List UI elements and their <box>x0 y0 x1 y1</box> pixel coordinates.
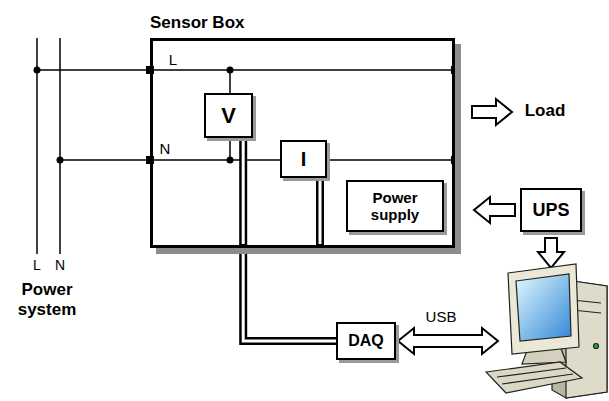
current-cable <box>316 178 324 248</box>
box-label: DAQ <box>348 332 384 350</box>
key-row <box>497 368 566 377</box>
daq-box: DAQ <box>336 322 396 360</box>
key-row <box>502 374 573 384</box>
load-label: Load <box>515 101 575 121</box>
box-label: UPS <box>532 200 569 221</box>
keyboard <box>486 362 582 393</box>
cable-core <box>319 178 322 248</box>
computer-icon <box>486 264 607 398</box>
supply-arrow <box>474 197 515 223</box>
power-led <box>594 344 599 349</box>
sensor-box: Sensor BoxVIPower supply <box>150 38 455 248</box>
neutral-wire <box>60 159 455 161</box>
junction-dot <box>227 67 234 74</box>
usb-arrow <box>398 328 498 354</box>
junction-dot <box>227 157 234 164</box>
box-label: I <box>301 148 307 171</box>
junction-dot <box>34 67 41 74</box>
box-label: V <box>221 103 236 128</box>
wire-label: N <box>153 140 177 158</box>
wire-label: L <box>27 257 47 274</box>
live-wire <box>37 69 455 71</box>
ups-box: UPS <box>520 188 582 232</box>
box-label: Power supply <box>348 189 442 224</box>
current-sensor: I <box>280 140 327 178</box>
box-title: Sensor Box <box>150 13 449 33</box>
voltage-sensor: V <box>204 93 253 138</box>
junction-dot <box>57 157 64 164</box>
cable-core <box>243 138 336 341</box>
power-supply-box: Power supply <box>346 180 444 232</box>
wire-label: N <box>50 257 70 274</box>
ups-arrow <box>538 238 564 268</box>
system-label: Power system <box>5 280 89 321</box>
monitor-frame <box>508 264 579 354</box>
interface-label: USB <box>416 308 466 326</box>
load-arrow <box>472 99 512 125</box>
wire-label: L <box>161 51 185 69</box>
monitor-screen <box>516 274 571 341</box>
signal-cable <box>243 138 336 341</box>
